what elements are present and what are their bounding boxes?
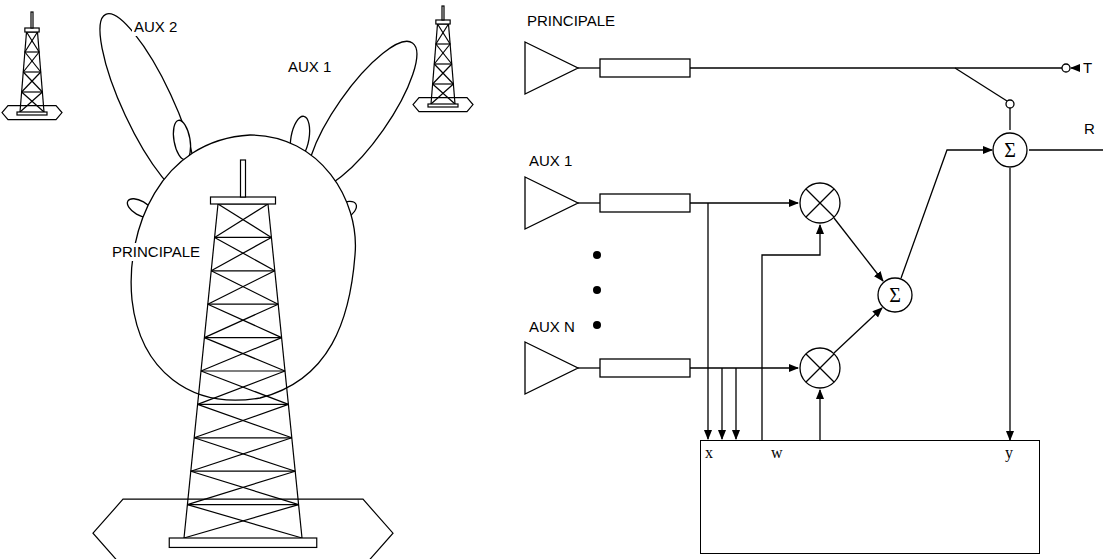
summing-junction: Σ xyxy=(877,277,913,313)
tower xyxy=(413,6,473,112)
filter-box xyxy=(600,59,690,77)
signal-connector xyxy=(901,150,992,278)
weight-wire xyxy=(762,225,820,440)
filter-box xyxy=(600,359,690,377)
weight-wire xyxy=(819,390,820,440)
signal-name: w xyxy=(771,444,783,462)
main-lobe xyxy=(131,135,355,400)
switch-contact xyxy=(1006,100,1014,108)
beam-label: PRINCIPALE xyxy=(110,243,202,261)
wire xyxy=(834,218,883,281)
signal-label: R xyxy=(1082,120,1097,138)
wire xyxy=(707,203,708,439)
wire xyxy=(578,67,600,68)
wire xyxy=(1009,108,1010,130)
wire xyxy=(834,308,882,353)
ellipsis-dot xyxy=(593,286,601,294)
beam-label: AUX 1 xyxy=(286,58,333,76)
switch-contact xyxy=(1062,64,1070,72)
t-arrow xyxy=(1071,67,1079,68)
ellipsis-dot xyxy=(593,251,601,259)
signal-label: T xyxy=(1081,59,1094,77)
processor-box: xwy xyxy=(700,440,1040,554)
wire xyxy=(735,368,736,439)
wire xyxy=(690,67,1062,68)
signal-label: PRINCIPALE xyxy=(525,12,617,30)
antenna-symbol xyxy=(525,342,578,394)
signal-label: AUX 1 xyxy=(527,152,574,170)
wire xyxy=(690,367,798,368)
r-output xyxy=(1029,149,1103,150)
multiplier xyxy=(800,183,840,223)
wire xyxy=(955,68,1007,101)
antenna-symbol xyxy=(525,177,578,229)
sum-symbol: Σ xyxy=(1004,139,1016,161)
wire xyxy=(721,368,722,439)
antenna-symbol xyxy=(525,42,578,94)
wire xyxy=(578,202,600,203)
filter-box xyxy=(600,194,690,212)
sum-symbol: Σ xyxy=(889,284,901,306)
ellipsis-dot xyxy=(593,321,601,329)
signal-connector xyxy=(1009,168,1010,440)
signal-name: x xyxy=(705,444,713,462)
signal-name: y xyxy=(1005,444,1013,462)
beam-label: AUX 2 xyxy=(132,18,179,36)
wire xyxy=(578,367,600,368)
wire xyxy=(690,202,798,203)
multiplier xyxy=(800,348,840,388)
tower xyxy=(2,12,62,120)
signal-label: AUX N xyxy=(527,318,577,336)
summing-junction: Σ xyxy=(992,132,1028,168)
tower xyxy=(93,160,393,559)
